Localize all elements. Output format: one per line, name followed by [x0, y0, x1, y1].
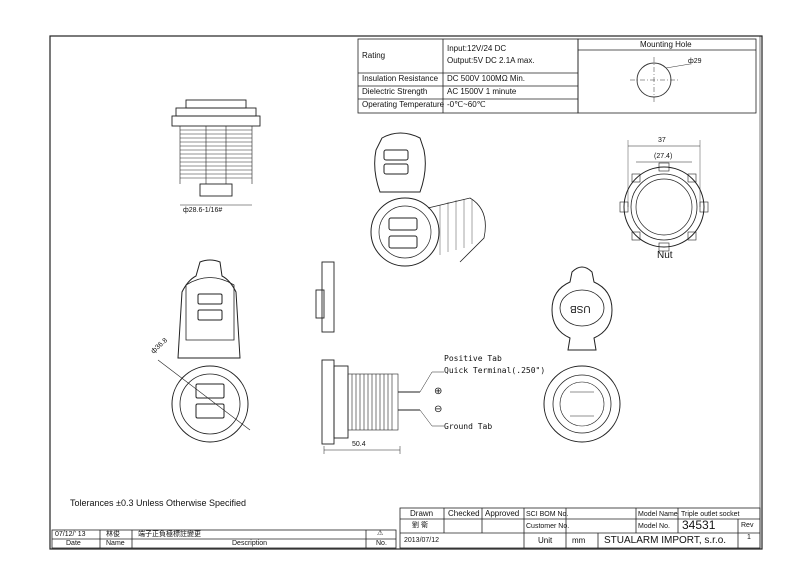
title-drawn-by: 劉 衛 — [412, 522, 428, 529]
spec-dielectric-value: AC 1500V 1 minute — [447, 87, 517, 96]
spec-rating-output: Output:5V DC 2.1A max. — [447, 56, 535, 65]
thread-label: ф28.6-1/16# — [183, 207, 223, 214]
revision-header-date: Date — [66, 540, 81, 547]
revision-name: 林俊 — [106, 531, 120, 538]
title-unit-value: mm — [572, 536, 586, 545]
side-view-drawing — [171, 99, 261, 206]
spec-table-grid — [357, 38, 757, 114]
mounting-hole-title: Mounting Hole — [640, 40, 692, 49]
drawing-border — [49, 35, 763, 550]
title-customer-no-label: Customer No. — [526, 523, 570, 530]
nut-inner-dimension: (27.4) — [654, 153, 673, 160]
revision-header-description: Description — [232, 540, 268, 547]
revision-warning-symbol: ⚠ — [377, 530, 384, 537]
cap-usb-text: USB — [570, 303, 591, 314]
mounting-hole-diameter: ф29 — [688, 58, 702, 65]
front-view-drawing — [157, 259, 251, 443]
positive-symbol: ⊕ — [434, 386, 443, 397]
title-approved-label: Approved — [485, 509, 520, 518]
nut-drawing — [619, 140, 709, 252]
nut-label: Nut — [657, 250, 673, 261]
title-company: STUALARM IMPORT, s.r.o. — [604, 535, 727, 546]
ground-tab-label: Ground Tab — [444, 422, 493, 431]
title-model-no-label: Model No. — [638, 523, 670, 530]
length-dimension: 50.4 — [352, 441, 366, 448]
spec-temperature-value: -0℃~60℃ — [447, 100, 486, 109]
revision-header-no: No. — [376, 540, 387, 547]
mounting-hole-drawing — [630, 57, 691, 103]
title-rev-label: Rev — [741, 522, 754, 529]
spec-rating-name: Rating — [362, 51, 386, 60]
title-unit-label: Unit — [538, 536, 553, 545]
title-model-name-label: Model Name — [638, 511, 678, 518]
title-model-name: Triple outlet socket — [681, 511, 740, 518]
title-sci-bom-label: SCI BOM No. — [526, 511, 569, 518]
title-drawn-date: 2013/07/12 — [404, 537, 440, 544]
revision-date: 07/12/' 13 — [55, 531, 86, 538]
quick-terminal-label: Quick Terminal(.250") — [444, 366, 546, 375]
spec-temperature-name: Operating Temperature — [362, 100, 445, 109]
title-rev-value: 1 — [747, 534, 751, 541]
spec-dielectric-name: Dielectric Strength — [362, 87, 428, 96]
spec-insulation-name: Insulation Resistance — [362, 74, 439, 83]
perspective-view-drawing — [370, 132, 486, 267]
revision-header-name: Name — [106, 540, 125, 547]
title-model-no: 34531 — [682, 518, 716, 532]
tolerances-note: Tolerances ±0.3 Unless Otherwise Specifi… — [70, 498, 247, 508]
spec-insulation-value: DC 500V 100MΩ Min. — [447, 74, 526, 83]
title-block-grid — [399, 507, 761, 549]
positive-tab-label: Positive Tab — [444, 354, 502, 363]
section-view-drawing — [315, 261, 444, 454]
cap-view-drawing — [543, 266, 621, 443]
nut-outer-dimension: 37 — [658, 137, 666, 144]
title-drawn-label: Drawn — [410, 509, 434, 518]
revision-description: 端子正負極標註變更 — [138, 531, 201, 538]
title-checked-label: Checked — [448, 509, 480, 518]
negative-symbol: ⊖ — [434, 404, 443, 415]
revision-block-grid — [51, 529, 397, 549]
spec-rating-input: Input:12V/24 DC — [447, 44, 507, 53]
